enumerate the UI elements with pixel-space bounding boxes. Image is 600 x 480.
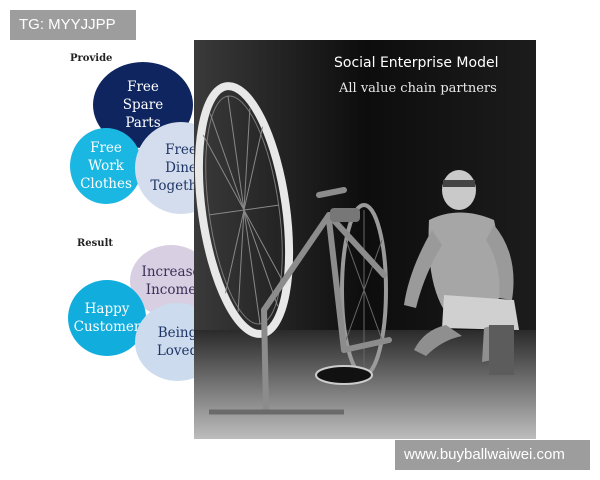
watermark-top: TG: MYYJJPP [10, 10, 136, 40]
photo-subtitle: All value chain partners [339, 81, 497, 96]
result-label: Result [77, 238, 113, 249]
bicycle-repair-photo: Social Enterprise Model All value chain … [194, 40, 536, 439]
tool-on-floor [315, 365, 373, 385]
front-wheel [194, 82, 294, 338]
bubble-free-work-clothes: Free Work Clothes [70, 128, 142, 204]
watermark-bottom: www.buyballwaiwei.com [395, 440, 590, 470]
provide-label: Provide [70, 53, 113, 64]
photo-title: Social Enterprise Model [334, 55, 499, 71]
bicycle-frame [261, 187, 392, 413]
bubble-happy-customer: Happy Customer [68, 280, 146, 356]
bicycle-seat [330, 208, 360, 222]
photo-scene [194, 40, 536, 439]
